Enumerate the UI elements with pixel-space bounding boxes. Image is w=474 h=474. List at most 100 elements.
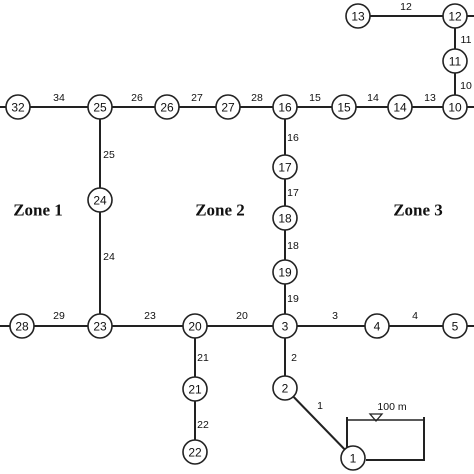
node-label: 3	[282, 320, 289, 334]
node-circle	[272, 375, 298, 401]
node-circle	[340, 445, 366, 471]
node-circle	[87, 187, 113, 213]
node-label: 20	[188, 320, 202, 334]
node-label: 5	[452, 320, 459, 334]
pipe-label-19: 19	[287, 293, 299, 305]
node-label: 18	[278, 212, 292, 226]
node-label: 21	[188, 383, 202, 397]
pipe-label-17: 17	[287, 187, 299, 199]
pipe-label-14: 14	[367, 92, 379, 104]
reservoir-right-wall	[366, 417, 425, 461]
node-label: 1	[350, 452, 357, 466]
node-18: 18	[272, 205, 298, 231]
zone-label-zone3: Zone 3	[393, 201, 443, 220]
node-circle	[272, 154, 298, 180]
node-circle	[272, 259, 298, 285]
zone-label-zone1: Zone 1	[13, 201, 63, 220]
node-12: 12	[442, 3, 468, 29]
node-3: 3	[272, 313, 298, 339]
pipe-label-34: 34	[53, 92, 65, 104]
node-circle	[215, 94, 241, 120]
pipe-label-20: 20	[236, 310, 248, 322]
node-label: 2	[282, 382, 289, 396]
reservoir: 100 m	[346, 401, 425, 461]
node-circle	[182, 376, 208, 402]
node-circle	[182, 439, 208, 465]
node-circle	[9, 313, 35, 339]
node-circle	[87, 313, 113, 339]
pipe-label-22: 22	[197, 419, 209, 431]
node-23: 23	[87, 313, 113, 339]
node-label: 22	[188, 446, 202, 460]
pipe-label-15: 15	[309, 92, 321, 104]
node-11: 11	[442, 48, 468, 74]
node-19: 19	[272, 259, 298, 285]
node-25: 25	[87, 94, 113, 120]
node-circle	[442, 313, 468, 339]
node-label: 26	[160, 101, 174, 115]
node-20: 20	[182, 313, 208, 339]
node-14: 14	[387, 94, 413, 120]
pipe-label-12: 12	[400, 1, 412, 13]
node-circle	[331, 94, 357, 120]
node-27: 27	[215, 94, 241, 120]
node-label: 17	[278, 161, 292, 175]
node-label: 12	[448, 10, 462, 24]
node-circle	[442, 3, 468, 29]
pipe-label-18: 18	[287, 240, 299, 252]
node-circle	[87, 94, 113, 120]
water-level-marker-icon	[368, 413, 384, 422]
node-circle	[154, 94, 180, 120]
node-16: 16	[272, 94, 298, 120]
node-24: 24	[87, 187, 113, 213]
node-22: 22	[182, 439, 208, 465]
pipe-segment-2-1	[284, 387, 354, 459]
zone-label-zone2: Zone 2	[195, 201, 245, 220]
reservoir-head-label: 100 m	[377, 401, 406, 413]
node-label: 13	[351, 10, 365, 24]
node-circle	[5, 94, 31, 120]
node-circle	[345, 3, 371, 29]
node-circle	[272, 94, 298, 120]
node-label: 10	[448, 101, 462, 115]
node-circle	[442, 94, 468, 120]
node-15: 15	[331, 94, 357, 120]
node-circle	[442, 48, 468, 74]
node-label: 4	[374, 320, 381, 334]
node-label: 15	[337, 101, 351, 115]
pipe-label-13: 13	[424, 92, 436, 104]
pipe-label-24: 24	[103, 251, 115, 263]
node-label: 25	[93, 101, 107, 115]
pipe-label-23: 23	[144, 310, 156, 322]
node-label: 14	[393, 101, 407, 115]
node-label: 11	[449, 55, 462, 69]
node-circle	[182, 313, 208, 339]
node-label: 28	[15, 320, 29, 334]
pipe-label-16: 16	[287, 132, 299, 144]
pipe-label-2: 2	[291, 352, 297, 364]
node-label: 23	[93, 320, 107, 334]
node-13: 13	[345, 3, 371, 29]
pipe-label-10: 10	[460, 80, 472, 92]
pipe-label-27: 27	[191, 92, 203, 104]
pipes-layer	[0, 15, 474, 459]
node-label: 27	[221, 101, 235, 115]
node-4: 4	[364, 313, 390, 339]
pipe-label-26: 26	[131, 92, 143, 104]
pipe-label-28: 28	[251, 92, 263, 104]
node-circle	[364, 313, 390, 339]
pipe-label-11: 11	[461, 34, 472, 46]
node-label: 19	[278, 266, 292, 280]
pipe-label-3: 3	[332, 310, 338, 322]
pipe-label-4: 4	[412, 310, 418, 322]
node-label: 32	[11, 101, 25, 115]
pipe-label-25: 25	[103, 149, 115, 161]
pipe-label-1: 1	[317, 400, 323, 412]
node-circle	[272, 205, 298, 231]
node-21: 21	[182, 376, 208, 402]
node-32: 32	[5, 94, 31, 120]
node-17: 17	[272, 154, 298, 180]
